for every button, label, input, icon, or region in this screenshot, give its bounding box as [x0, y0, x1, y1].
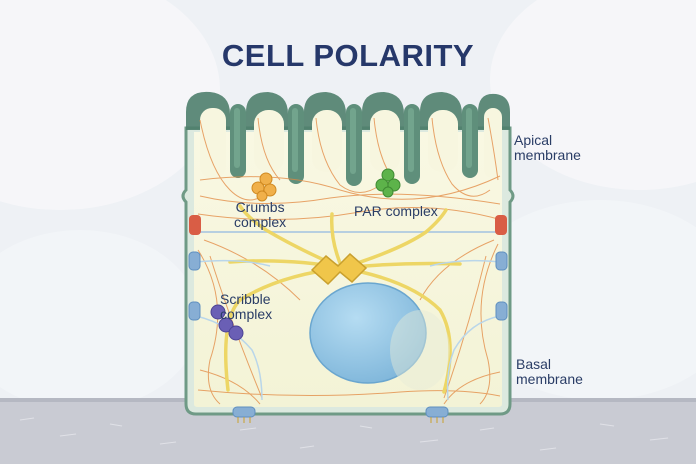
- apical-membrane-label: Apical membrane: [514, 133, 581, 163]
- scribble-label-line2: complex: [220, 307, 272, 322]
- crumbs-label-line2: complex: [234, 215, 286, 230]
- basal-label-line1: Basal: [516, 357, 583, 372]
- basal-label-line2: membrane: [516, 372, 583, 387]
- scribble-complex-label: Scribble complex: [220, 292, 272, 322]
- page-title: CELL POLARITY: [0, 38, 696, 74]
- basal-membrane-label: Basal membrane: [516, 357, 583, 387]
- apical-label-line1: Apical: [514, 133, 581, 148]
- apical-label-line2: membrane: [514, 148, 581, 163]
- scribble-label-line1: Scribble: [220, 292, 272, 307]
- epithelial-cell: [183, 92, 513, 423]
- crumbs-label-line1: Crumbs: [234, 200, 286, 215]
- par-label: PAR complex: [354, 204, 438, 219]
- par-complex-label: PAR complex: [354, 204, 438, 219]
- crumbs-complex-label: Crumbs complex: [234, 200, 286, 230]
